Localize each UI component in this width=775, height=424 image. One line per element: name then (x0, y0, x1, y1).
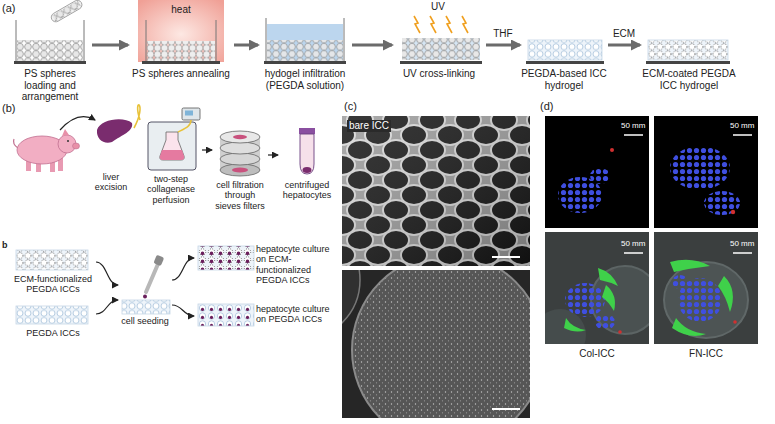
flow-arrow (608, 44, 640, 47)
flow-arrow (202, 149, 212, 150)
step-caption: PEGDA-based ICC hydrogel (520, 68, 608, 91)
figure-label: FN-ICC (689, 348, 723, 360)
step-node: hepatocyte culture on ECM-functionalized… (194, 240, 338, 290)
step-loading-art (14, 0, 86, 64)
flow-arrow (172, 305, 194, 316)
step-caption: ECM-functionalized PEGDA ICCs (10, 274, 96, 295)
flow-arrow (486, 44, 520, 47)
fluorescence-image (545, 116, 649, 228)
step-node: cell seeding (118, 256, 172, 332)
flow-arrow (92, 44, 128, 47)
step-node: PEGDA-based ICC hydrogel (520, 18, 608, 98)
figure-label: UV (431, 1, 445, 13)
fluorescence-image (534, 232, 659, 361)
figure-label: 50 mm (621, 121, 645, 130)
step-caption: PEGDA ICCs (10, 328, 96, 338)
flow-arrow (96, 262, 118, 285)
step-node: PEGDA ICCs (10, 304, 96, 344)
step-caption: hydogel infiltration (PEGDA solution) (258, 68, 352, 91)
flow-arrow (96, 300, 118, 314)
step-node: hydogel infiltration (PEGDA solution) (258, 18, 352, 98)
step-caption: liver excision (88, 172, 134, 193)
figure-label: (c) (344, 100, 357, 113)
figure-label: 50 mm (730, 239, 754, 248)
flow-arrow (234, 44, 258, 47)
figure-label: Col-ICC (579, 348, 615, 360)
step-node: liver excision (88, 114, 134, 195)
step-uv-art (400, 16, 482, 64)
step-node: PS spheres loading and arrangement (8, 18, 92, 105)
step-caption: UV cross-linking (392, 68, 486, 80)
sem-image (342, 116, 530, 266)
ecm-icc-scaffold (16, 250, 88, 270)
figure-label: 50 mm (730, 121, 754, 130)
step-node: ECM-functionalized PEGDA ICCs (10, 246, 96, 298)
step-infiltration-art (264, 18, 346, 64)
figure-label: b (2, 240, 8, 250)
pig-illustration (14, 117, 96, 172)
liver-illustration (97, 119, 132, 143)
culture-scaffold (198, 246, 254, 270)
fluorescence-image (654, 232, 758, 344)
step-node: cell filtration through sieves filters (212, 124, 268, 216)
figure-label: bare ICC (347, 120, 391, 132)
step-node: two-step collagenase perfusion (140, 106, 202, 216)
flow-arrow (134, 105, 140, 128)
step-caption: cell seeding (118, 316, 172, 326)
step-caption: PS spheres loading and arrangement (8, 68, 92, 103)
fluorescence-image (654, 116, 758, 228)
step-caption: cell filtration through sieves filters (212, 180, 268, 211)
step-caption: centrifuged hepatocytes (278, 180, 336, 201)
step-caption: hepatocyte culture on ECM-functionalized… (256, 244, 336, 285)
flow-arrow (172, 258, 194, 280)
sieve-filters (220, 131, 260, 176)
figure-label: (b) (2, 102, 15, 115)
perfusion-device (148, 108, 200, 170)
seeding-pipette (122, 255, 170, 314)
flow-arrow (352, 44, 392, 47)
step-node: ECM-coated PEGDA ICC hydrogel (640, 18, 738, 98)
step-node: hepatocyte culture on PEGDA ICCs (194, 298, 338, 344)
step-caption: hepatocyte culture on PEGDA ICCs (256, 304, 336, 325)
step-node: heat PS spheres annealing (128, 0, 234, 98)
step-icc-art (526, 40, 604, 64)
step-node: UV cross-linking (392, 18, 486, 98)
step-caption: PS spheres annealing (128, 68, 234, 80)
step-caption: ECM-coated PEGDA ICC hydrogel (640, 68, 738, 91)
sem-image (240, 220, 544, 424)
figure-label: (a) (2, 2, 15, 15)
culture-scaffold (198, 304, 254, 326)
step-ecm-icc-art (646, 40, 730, 64)
arrow-label: ECM (611, 28, 637, 39)
step-node: centrifuged hepatocytes (278, 124, 336, 216)
centrifuge-tube (299, 128, 315, 174)
flow-arrow (268, 154, 278, 155)
step-caption: heat (128, 4, 234, 16)
step-caption: two-step collagenase perfusion (140, 174, 202, 205)
figure-label: 50 mm (621, 239, 645, 248)
icc-scaffold (16, 306, 88, 324)
figure-label: (d) (540, 100, 553, 113)
arrow-label: THF (491, 28, 514, 39)
